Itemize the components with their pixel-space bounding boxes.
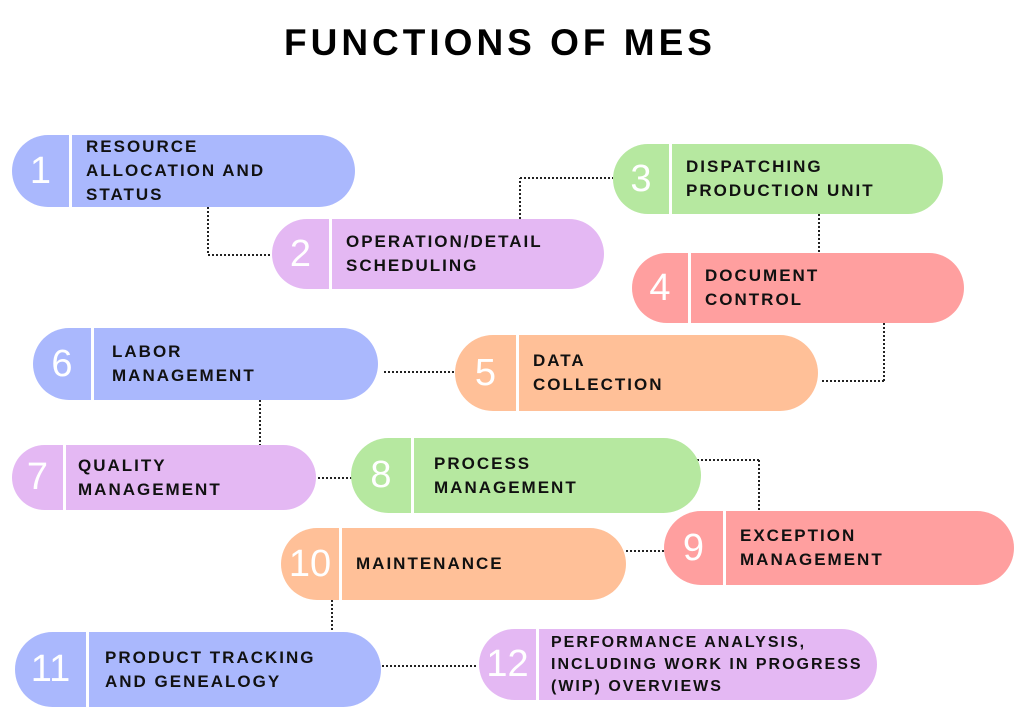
function-number: 8 bbox=[351, 438, 414, 513]
function-number: 4 bbox=[632, 253, 691, 323]
function-label: RESOURCE ALLOCATION AND STATUS bbox=[86, 137, 266, 204]
function-label: DATA COLLECTION bbox=[533, 351, 664, 394]
function-label: PRODUCT TRACKING AND GENEALOGY bbox=[105, 647, 316, 691]
function-label: DOCUMENT CONTROL bbox=[705, 266, 820, 309]
function-pill-9: 9 EXCEPTION MANAGEMENT bbox=[664, 511, 1014, 585]
function-number: 1 bbox=[12, 135, 72, 207]
function-number: 5 bbox=[455, 335, 519, 411]
function-pill-8: 8 PROCESS MANAGEMENT bbox=[351, 438, 701, 513]
function-pill-11: 11 PRODUCT TRACKING AND GENEALOGY bbox=[15, 632, 381, 707]
function-number: 3 bbox=[613, 144, 672, 214]
function-label: PROCESS MANAGEMENT bbox=[434, 453, 578, 497]
function-number: 11 bbox=[15, 632, 89, 707]
function-number: 6 bbox=[33, 328, 94, 400]
function-label: MAINTENANCE bbox=[356, 554, 504, 573]
function-pill-5: 5 DATA COLLECTION bbox=[455, 335, 818, 411]
function-label: DISPATCHING PRODUCTION UNIT bbox=[686, 157, 875, 200]
function-label: OPERATION/DETAIL SCHEDULING bbox=[346, 232, 543, 275]
function-number: 9 bbox=[664, 511, 726, 585]
function-label: LABOR MANAGEMENT bbox=[112, 342, 256, 385]
function-pill-12: 12 PERFORMANCE ANALYSIS, INCLUDING WORK … bbox=[479, 629, 877, 700]
function-pill-7: 7 QUALITY MANAGEMENT bbox=[12, 445, 316, 510]
function-number: 10 bbox=[281, 528, 342, 600]
function-number: 2 bbox=[272, 219, 332, 289]
function-pill-4: 4 DOCUMENT CONTROL bbox=[632, 253, 964, 323]
function-label: PERFORMANCE ANALYSIS, INCLUDING WORK IN … bbox=[551, 633, 863, 695]
function-label: EXCEPTION MANAGEMENT bbox=[740, 526, 884, 569]
function-label: QUALITY MANAGEMENT bbox=[78, 455, 222, 499]
function-pill-10: 10 MAINTENANCE bbox=[281, 528, 626, 600]
function-pill-3: 3 DISPATCHING PRODUCTION UNIT bbox=[613, 144, 943, 214]
function-pill-6: 6 LABOR MANAGEMENT bbox=[33, 328, 378, 400]
diagram-title: FUNCTIONS OF MES bbox=[284, 22, 716, 63]
function-number: 7 bbox=[12, 445, 66, 510]
function-number: 12 bbox=[479, 629, 539, 700]
function-pill-2: 2 OPERATION/DETAIL SCHEDULING bbox=[272, 219, 604, 289]
function-pill-1: 1 RESOURCE ALLOCATION AND STATUS bbox=[12, 135, 355, 207]
